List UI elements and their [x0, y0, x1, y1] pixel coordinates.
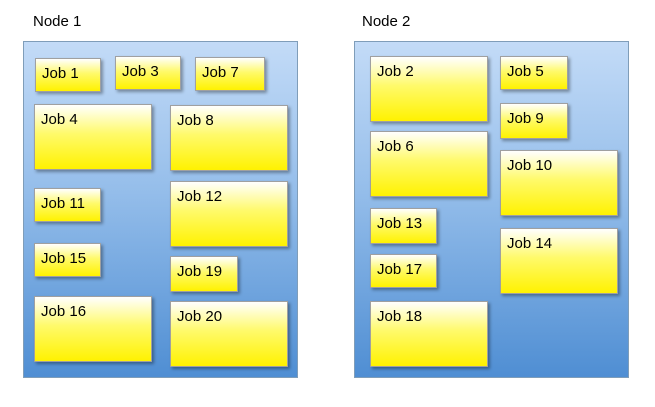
job-18-box: Job 18: [370, 301, 488, 367]
job-9-box: Job 9: [500, 103, 568, 139]
job-8-box: Job 8: [170, 105, 288, 171]
job-17-box: Job 17: [370, 254, 437, 288]
job-7-box: Job 7: [195, 57, 265, 91]
node-1-title: Node 1: [33, 13, 82, 30]
job-12-box: Job 12: [170, 181, 288, 247]
job-11-box: Job 11: [34, 188, 101, 222]
job-3-box: Job 3: [115, 56, 181, 90]
job-16-box: Job 16: [34, 296, 152, 362]
job-5-box: Job 5: [500, 56, 568, 90]
job-19-box: Job 19: [170, 256, 238, 292]
job-4-box: Job 4: [34, 104, 152, 170]
node-2-title: Node 2: [362, 13, 411, 30]
job-2-box: Job 2: [370, 56, 488, 122]
job-13-box: Job 13: [370, 208, 437, 244]
job-20-box: Job 20: [170, 301, 288, 367]
job-15-box: Job 15: [34, 243, 101, 277]
job-10-box: Job 10: [500, 150, 618, 216]
job-6-box: Job 6: [370, 131, 488, 197]
job-1-box: Job 1: [35, 58, 101, 92]
job-14-box: Job 14: [500, 228, 618, 294]
